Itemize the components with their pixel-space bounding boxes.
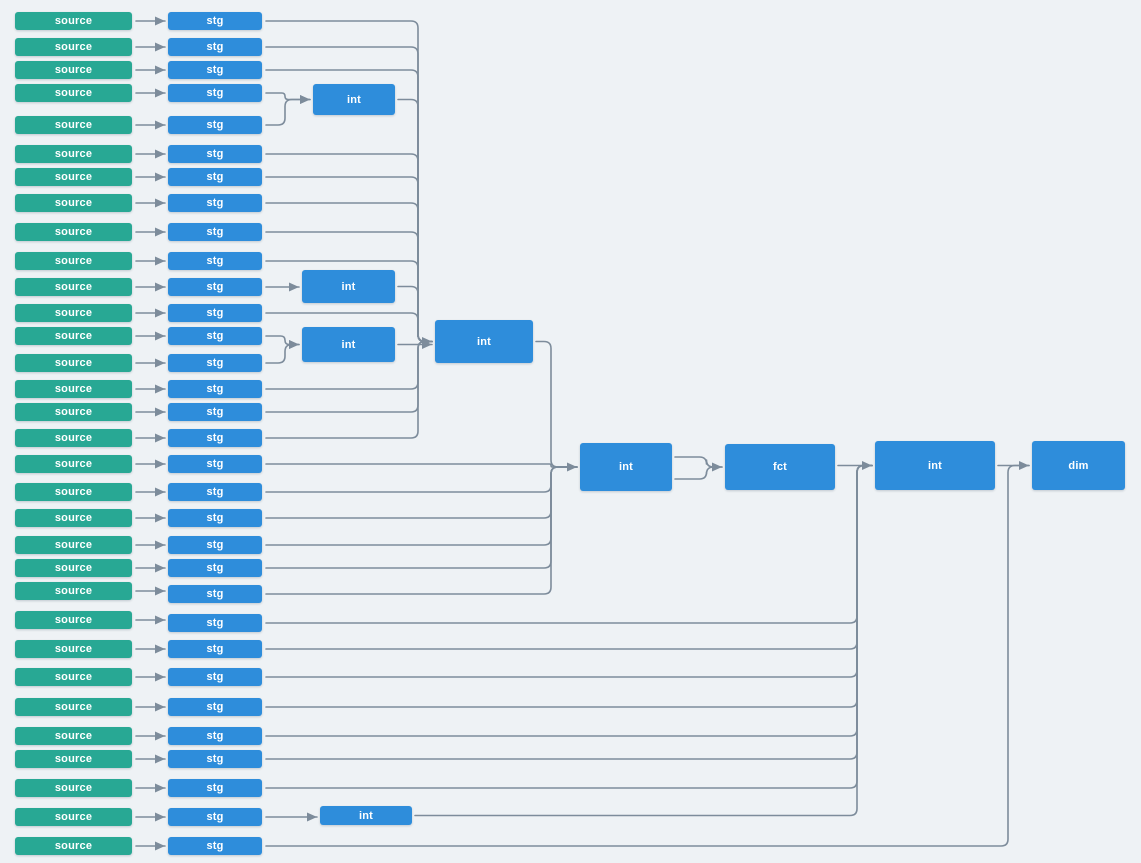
source-node-15[interactable]: source — [15, 380, 132, 398]
source-node-22[interactable]: source — [15, 559, 132, 577]
int-node-1[interactable]: int — [313, 84, 395, 115]
source-node-7[interactable]: source — [15, 168, 132, 186]
stg-node-15[interactable]: stg — [168, 380, 262, 398]
source-node-14[interactable]: source — [15, 354, 132, 372]
source-node-18[interactable]: source — [15, 455, 132, 473]
stg-node-3[interactable]: stg — [168, 61, 262, 79]
stg-node-28[interactable]: stg — [168, 727, 262, 745]
source-node-26[interactable]: source — [15, 668, 132, 686]
stg-node-29[interactable]: stg — [168, 750, 262, 768]
stg-node-9[interactable]: stg — [168, 223, 262, 241]
source-node-27[interactable]: source — [15, 698, 132, 716]
source-node-1[interactable]: source — [15, 12, 132, 30]
source-node-29[interactable]: source — [15, 750, 132, 768]
stg-node-12[interactable]: stg — [168, 304, 262, 322]
source-node-8[interactable]: source — [15, 194, 132, 212]
stg-node-24[interactable]: stg — [168, 614, 262, 632]
fct-node-1[interactable]: fct — [725, 444, 835, 490]
stg-node-11[interactable]: stg — [168, 278, 262, 296]
source-node-20[interactable]: source — [15, 509, 132, 527]
source-node-11[interactable]: source — [15, 278, 132, 296]
stg-node-27[interactable]: stg — [168, 698, 262, 716]
stg-node-2[interactable]: stg — [168, 38, 262, 56]
dim-node-1[interactable]: dim — [1032, 441, 1125, 490]
stg-node-20[interactable]: stg — [168, 509, 262, 527]
stg-node-26[interactable]: stg — [168, 668, 262, 686]
stg-node-13[interactable]: stg — [168, 327, 262, 345]
source-node-2[interactable]: source — [15, 38, 132, 56]
source-node-3[interactable]: source — [15, 61, 132, 79]
source-node-10[interactable]: source — [15, 252, 132, 270]
stg-node-7[interactable]: stg — [168, 168, 262, 186]
source-node-24[interactable]: source — [15, 611, 132, 629]
source-node-25[interactable]: source — [15, 640, 132, 658]
int-node-6[interactable]: int — [875, 441, 995, 490]
int-node-5[interactable]: int — [580, 443, 672, 491]
stg-node-4[interactable]: stg — [168, 84, 262, 102]
stg-node-31[interactable]: stg — [168, 808, 262, 826]
int-node-4[interactable]: int — [435, 320, 533, 363]
source-node-13[interactable]: source — [15, 327, 132, 345]
stg-node-1[interactable]: stg — [168, 12, 262, 30]
source-node-12[interactable]: source — [15, 304, 132, 322]
stg-node-10[interactable]: stg — [168, 252, 262, 270]
stg-node-32[interactable]: stg — [168, 837, 262, 855]
stg-node-18[interactable]: stg — [168, 455, 262, 473]
stg-node-5[interactable]: stg — [168, 116, 262, 134]
stg-node-14[interactable]: stg — [168, 354, 262, 372]
source-node-16[interactable]: source — [15, 403, 132, 421]
source-node-6[interactable]: source — [15, 145, 132, 163]
stg-node-22[interactable]: stg — [168, 559, 262, 577]
source-node-23[interactable]: source — [15, 582, 132, 600]
stg-node-19[interactable]: stg — [168, 483, 262, 501]
stg-node-21[interactable]: stg — [168, 536, 262, 554]
stg-node-8[interactable]: stg — [168, 194, 262, 212]
source-node-19[interactable]: source — [15, 483, 132, 501]
stg-node-30[interactable]: stg — [168, 779, 262, 797]
source-node-30[interactable]: source — [15, 779, 132, 797]
int-node-3[interactable]: int — [302, 327, 395, 362]
source-node-4[interactable]: source — [15, 84, 132, 102]
source-node-9[interactable]: source — [15, 223, 132, 241]
source-node-31[interactable]: source — [15, 808, 132, 826]
source-node-21[interactable]: source — [15, 536, 132, 554]
int-node-2[interactable]: int — [302, 270, 395, 303]
source-node-5[interactable]: source — [15, 116, 132, 134]
source-node-17[interactable]: source — [15, 429, 132, 447]
stg-node-16[interactable]: stg — [168, 403, 262, 421]
stg-node-23[interactable]: stg — [168, 585, 262, 603]
stg-node-25[interactable]: stg — [168, 640, 262, 658]
source-node-32[interactable]: source — [15, 837, 132, 855]
int-node-7[interactable]: int — [320, 806, 412, 825]
stg-node-6[interactable]: stg — [168, 145, 262, 163]
stg-node-17[interactable]: stg — [168, 429, 262, 447]
source-node-28[interactable]: source — [15, 727, 132, 745]
